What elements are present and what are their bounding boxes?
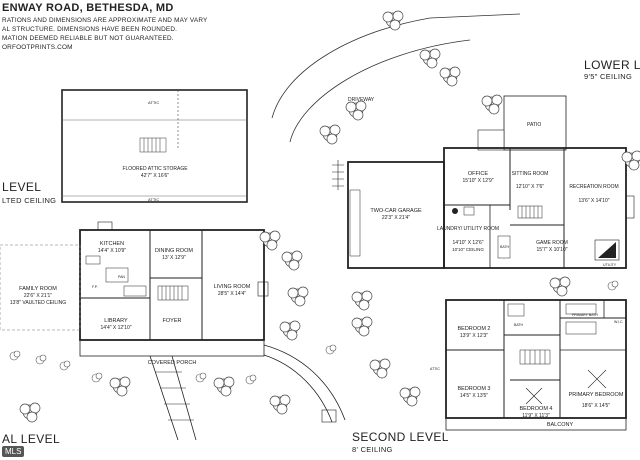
foyer-label: FOYER [163,318,182,324]
disclaimer-line-1: RATIONS AND DIMENSIONS ARE APPROXIMATE A… [2,17,208,24]
lower-level-plan [332,147,635,269]
office-dim: 15'10" X 12'9" [462,178,493,184]
living-name: LIVING ROOM [214,284,251,290]
disclaimer-line-2: AL STRUCTURE. DIMENSIONS HAVE BEEN ROUND… [2,26,178,33]
family-room-ceiling: 13'8" VAULTED CEILING [10,300,66,306]
garage-name: TWO-CAR GARAGE [370,208,422,214]
bedroom-4-name: BEDROOM 4 [519,406,552,412]
office-name: OFFICE [468,171,488,177]
wic-label: W.I.C. [614,320,624,324]
living-dim: 28'5" X 14'4" [218,291,246,297]
recreation-dim: 13'6" X 14'10" [578,198,609,204]
driveway [271,13,521,143]
disclaimer-line-3: MATION DEEMED RELIABLE BUT NOT GUARANTEE… [2,35,174,42]
attic-storage-dim: 42'7" X 16'6" [141,173,169,179]
sitting-name: SITTING ROOM [512,171,549,177]
second-attic-label: ATTIC [430,367,440,371]
balcony-label: BALCONY [547,422,574,428]
second-level-plan [445,299,627,431]
pan-label: PAN [118,275,125,279]
primary-bath-label: PRIMARY BATH [572,313,598,317]
landscaping [9,10,640,423]
laundry-name: LAUNDRY/ UTILITY ROOM [437,226,499,232]
library-name: LIBRARY [104,318,128,324]
address-title: ENWAY ROAD, BETHESDA, MD [2,2,174,14]
patio-label: PATIO [527,122,541,128]
family-room-dim: 22'6" X 21'1" [24,293,52,299]
laundry-ceiling: 10'10" CEILING [452,247,484,252]
kitchen-name: KITCHEN [100,241,124,247]
laundry-dim: 14'10" X 12'6" [452,240,483,246]
sitting-dim: 12'10" X 7'6" [516,184,544,190]
patio-step [477,129,505,151]
main-level-ceiling: LTED CEILING [2,196,57,205]
recreation-name: RECREATION ROOM [569,184,618,190]
attic-plan [61,89,248,203]
bedroom-2-name: BEDROOM 2 [457,326,490,332]
fp-label: F.P. [92,285,98,289]
family-room-name: FAMILY ROOM [19,286,57,292]
dining-name: DINING ROOM [155,248,193,254]
lower-level-title: LOWER LE [584,58,640,72]
lower-level-ceiling: 9'5" CEILING [584,72,633,81]
bedroom-3-dim: 14'5" X 13'5" [460,393,488,399]
patio [503,95,567,151]
covered-porch-label: COVERED PORCH [148,360,197,366]
bedroom-3-name: BEDROOM 3 [457,386,490,392]
bedroom-4-dim: 11'9" X 11'3" [522,413,550,419]
bedroom-2-dim: 13'9" X 12'3" [460,333,488,339]
library-dim: 14'4" X 12'10" [100,325,131,331]
second-level-ceiling: 8' CEILING [352,445,393,454]
mls-watermark: MLS [2,446,25,457]
utility-label: UTILITY [603,263,617,267]
dining-dim: 13' X 12'9" [162,255,186,261]
attic-label-top: ATTIC [148,100,159,105]
main-level-title: LEVEL [2,180,42,194]
attic-label-bottom: ATTIC [148,197,159,202]
garage-dim: 22'3" X 21'4" [382,215,410,221]
second-bath-label: BATH [514,323,524,327]
lower-bath-label: BATH [500,245,510,249]
game-room-dim: 15'7" X 10'10" [536,247,567,253]
first-level-title: AL LEVEL [2,432,61,446]
game-room-name: GAME ROOM [536,240,568,246]
website-line: ORFOOTPRINTS.COM [2,44,73,51]
primary-bedroom-name: PRIMARY BEDROOM [569,392,624,398]
main-level-plan [0,221,346,441]
second-level-title: SECOND LEVEL [352,430,449,444]
kitchen-dim: 14'4" X 10'9" [98,248,126,254]
driveway-label: DRIVEWAY [348,97,375,103]
primary-bedroom-dim: 18'6" X 14'5" [582,403,610,409]
attic-storage-name: FLOORED ATTIC STORAGE [122,166,188,172]
